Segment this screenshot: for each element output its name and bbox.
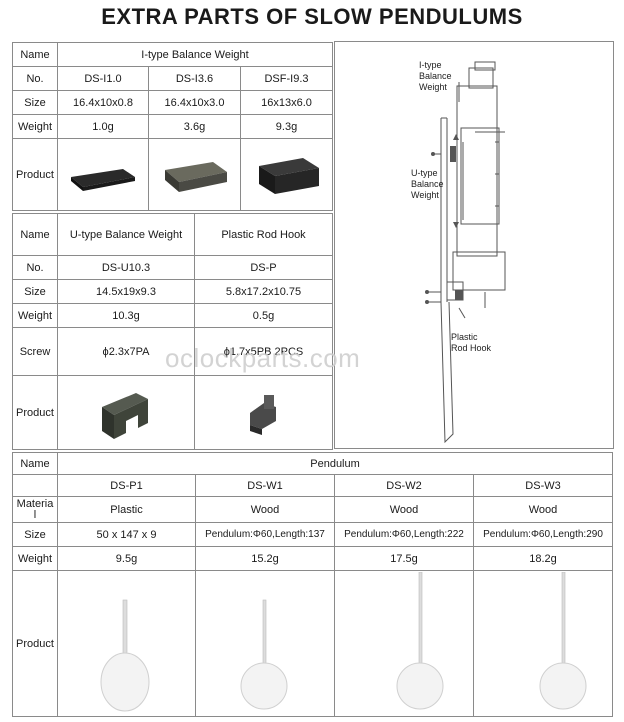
itype-callout: I-type Balance Weight [419,60,452,92]
hook-size: 5.8x17.2x10.75 [194,279,333,304]
utype-no: DS-U10.3 [57,255,195,280]
plastic-pendulum-image [100,599,150,712]
name-label-3: Name [12,452,58,475]
pendulum-size-3: Pendulum:Φ60,Length:222 [334,522,474,547]
utype-screw: ϕ2.3x7PA [57,327,195,376]
pendulum-material-3: Wood [334,496,474,523]
medium-weight-image [164,161,227,192]
pendulum-weight-4: 18.2g [472,546,614,571]
itype-weight-3: 9.3g [240,114,333,139]
no-label-2: No. [12,255,58,280]
pendulum-size-4: Pendulum:Φ60,Length:290 [472,522,614,547]
hook-no: DS-P [194,255,333,280]
itype-no-1: DS-I1.0 [57,66,149,91]
itype-weight-2: 3.6g [148,114,241,139]
pendulum-material-2: Wood [195,496,335,523]
pendulum-size-2: Pendulum:Φ60,Length:137 [195,522,335,547]
rod-hook-image [249,394,276,435]
pendulum-no-3: DS-W2 [334,474,474,497]
itype-product-2 [148,138,241,211]
u-weight-image [102,392,148,439]
product-label-3: Product [12,570,58,717]
utype-name: U-type Balance Weight [57,213,195,256]
wood-pendulum-short-image [240,599,288,710]
wood-pendulum-long-image [539,572,587,710]
clock-movement-diagram [425,61,506,444]
thick-weight-image [258,157,319,194]
itype-product-1 [57,138,149,211]
itype-size-3: 16x13x6.0 [240,90,333,115]
pendulum-name: Pendulum [56,452,614,475]
utype-callout: U-type Balance Weight [411,168,444,200]
itype-size-1: 16.4x10x0.8 [57,90,149,115]
utype-product [57,375,195,450]
itype-size-2: 16.4x10x3.0 [148,90,241,115]
utype-weight: 10.3g [57,303,195,328]
utype-size: 14.5x19x9.3 [57,279,195,304]
material-label: Materia l [12,496,58,523]
pendulum-weight-1: 9.5g [57,546,196,571]
itype-name: I-type Balance Weight [57,42,333,67]
itype-product-3 [240,138,333,211]
size-label-2: Size [12,279,58,304]
weight-label-3: Weight [12,546,58,571]
wood-pendulum-medium-image [396,572,444,710]
product-label-2: Product [12,375,58,450]
no-label: No. [12,66,58,91]
pendulum-product-1 [57,570,196,717]
hook-name: Plastic Rod Hook [194,213,333,256]
hook-callout: Plastic Rod Hook [451,332,492,353]
size-label-3: Size [12,522,58,547]
hook-product [194,375,333,450]
page-title: EXTRA PARTS OF SLOW PENDULUMS [101,4,523,29]
itype-no-2: DS-I3.6 [148,66,241,91]
pendulum-table: Name Pendulum DS-P1 DS-W1 DS-W2 DS-W3 Ma… [12,452,614,717]
diagram-panel: I-type Balance Weight U-type Balance Wei… [334,41,614,449]
name-label: Name [12,42,58,67]
product-label: Product [12,138,58,211]
weight-label: Weight [12,114,58,139]
itype-no-3: DSF-I9.3 [240,66,333,91]
pendulum-material-4: Wood [472,496,614,523]
weight-label-2: Weight [12,303,58,328]
itype-table: Name I-type Balance Weight No. DS-I1.0 D… [12,42,333,211]
itype-weight-1: 1.0g [57,114,149,139]
screw-label: Screw [12,327,58,376]
utype-table: Name U-type Balance Weight Plastic Rod H… [12,213,333,450]
pendulum-size-1: 50 x 147 x 9 [57,522,196,547]
pendulum-no-2: DS-W1 [195,474,335,497]
pendulum-product-2 [195,570,335,717]
pendulum-product-4 [472,570,614,717]
hook-screw: ϕ1.7x5PB 2PCS [194,327,333,376]
pendulum-product-3 [334,570,474,717]
flat-weight-image [71,168,135,191]
hook-weight: 0.5g [194,303,333,328]
pendulum-no-1: DS-P1 [57,474,196,497]
name-label-2: Name [12,213,58,256]
no-label-3 [12,474,58,497]
pendulum-no-4: DS-W3 [472,474,614,497]
pendulum-weight-3: 17.5g [334,546,474,571]
pendulum-weight-2: 15.2g [195,546,335,571]
size-label: Size [12,90,58,115]
pendulum-material-1: Plastic [57,496,196,523]
